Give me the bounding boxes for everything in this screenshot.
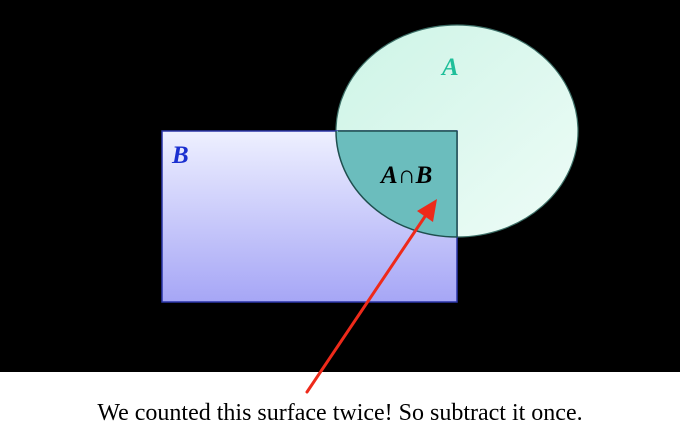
set-b-label: B	[171, 142, 189, 169]
set-a-label: A	[440, 54, 459, 81]
red-arrow-icon	[305, 199, 437, 394]
caption-text: We counted this surface twice! So subtra…	[97, 400, 583, 426]
intersection-label: A∩B	[379, 162, 432, 189]
